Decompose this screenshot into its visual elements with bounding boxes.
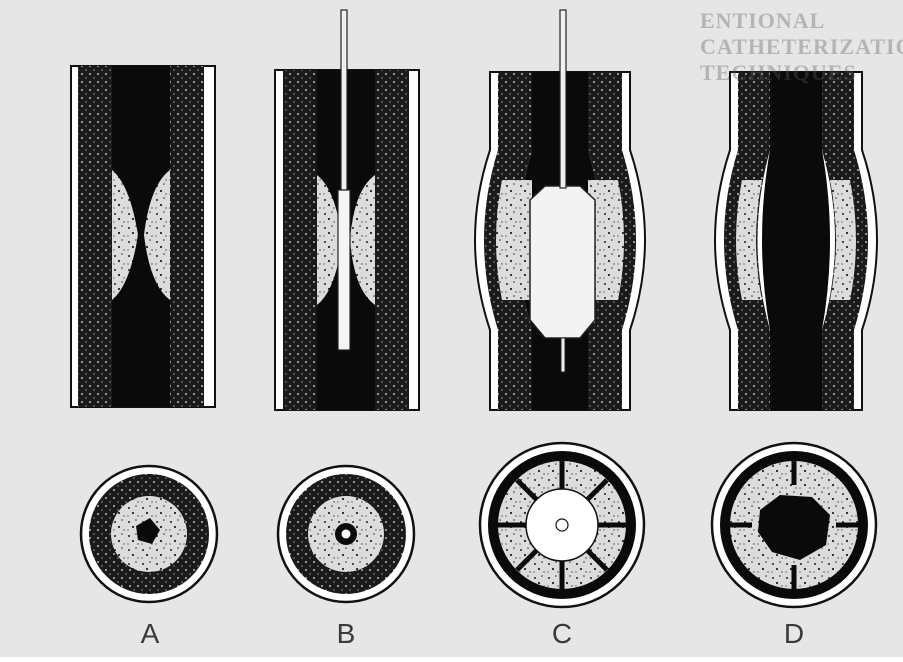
panel-b-longitudinal bbox=[275, 10, 419, 410]
vessel-wall-left bbox=[283, 70, 317, 410]
catheter-section bbox=[341, 529, 351, 539]
panel-a-longitudinal bbox=[71, 66, 215, 407]
lumen bbox=[762, 72, 830, 410]
catheter-section bbox=[556, 519, 568, 531]
panel-label-d: D bbox=[764, 618, 824, 650]
plaque-left bbox=[496, 180, 532, 300]
catheter-tip bbox=[561, 338, 565, 372]
guide-catheter bbox=[560, 10, 566, 188]
panel-label-a: A bbox=[120, 618, 180, 650]
vessel-wall-right bbox=[375, 70, 409, 410]
panel-label-b: B bbox=[316, 618, 376, 650]
header-fragment: ENTIONAL CATHETERIZATION TECHNIQUES bbox=[700, 8, 903, 86]
panel-d-longitudinal bbox=[715, 72, 877, 410]
guide-catheter bbox=[341, 10, 347, 190]
inflated-balloon bbox=[530, 186, 595, 338]
panel-a-cross-section bbox=[81, 466, 217, 602]
deflated-balloon bbox=[338, 190, 350, 350]
panel-d-cross-section bbox=[712, 443, 876, 607]
panel-label-c: C bbox=[532, 618, 592, 650]
vessel-wall-left bbox=[78, 66, 112, 407]
panel-c-cross-section bbox=[480, 443, 644, 607]
panel-b-cross-section bbox=[278, 466, 414, 602]
vessel-wall-right bbox=[170, 66, 204, 407]
